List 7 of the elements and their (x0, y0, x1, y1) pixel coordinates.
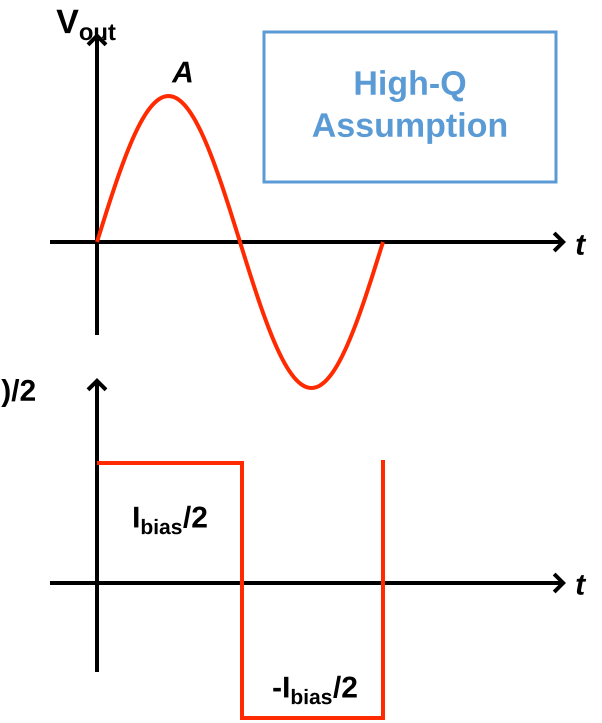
axis-label: -I$_{bias}$/2 (273, 676, 357, 704)
title-box: High-Q Assumption (262, 30, 558, 184)
axis-label: )/2 (1, 379, 35, 407)
axis-label: t (576, 575, 586, 595)
axis-label: t (576, 235, 586, 255)
axis-label: I$_{bias}$/2 (134, 506, 207, 534)
axis-label: A (172, 62, 192, 82)
